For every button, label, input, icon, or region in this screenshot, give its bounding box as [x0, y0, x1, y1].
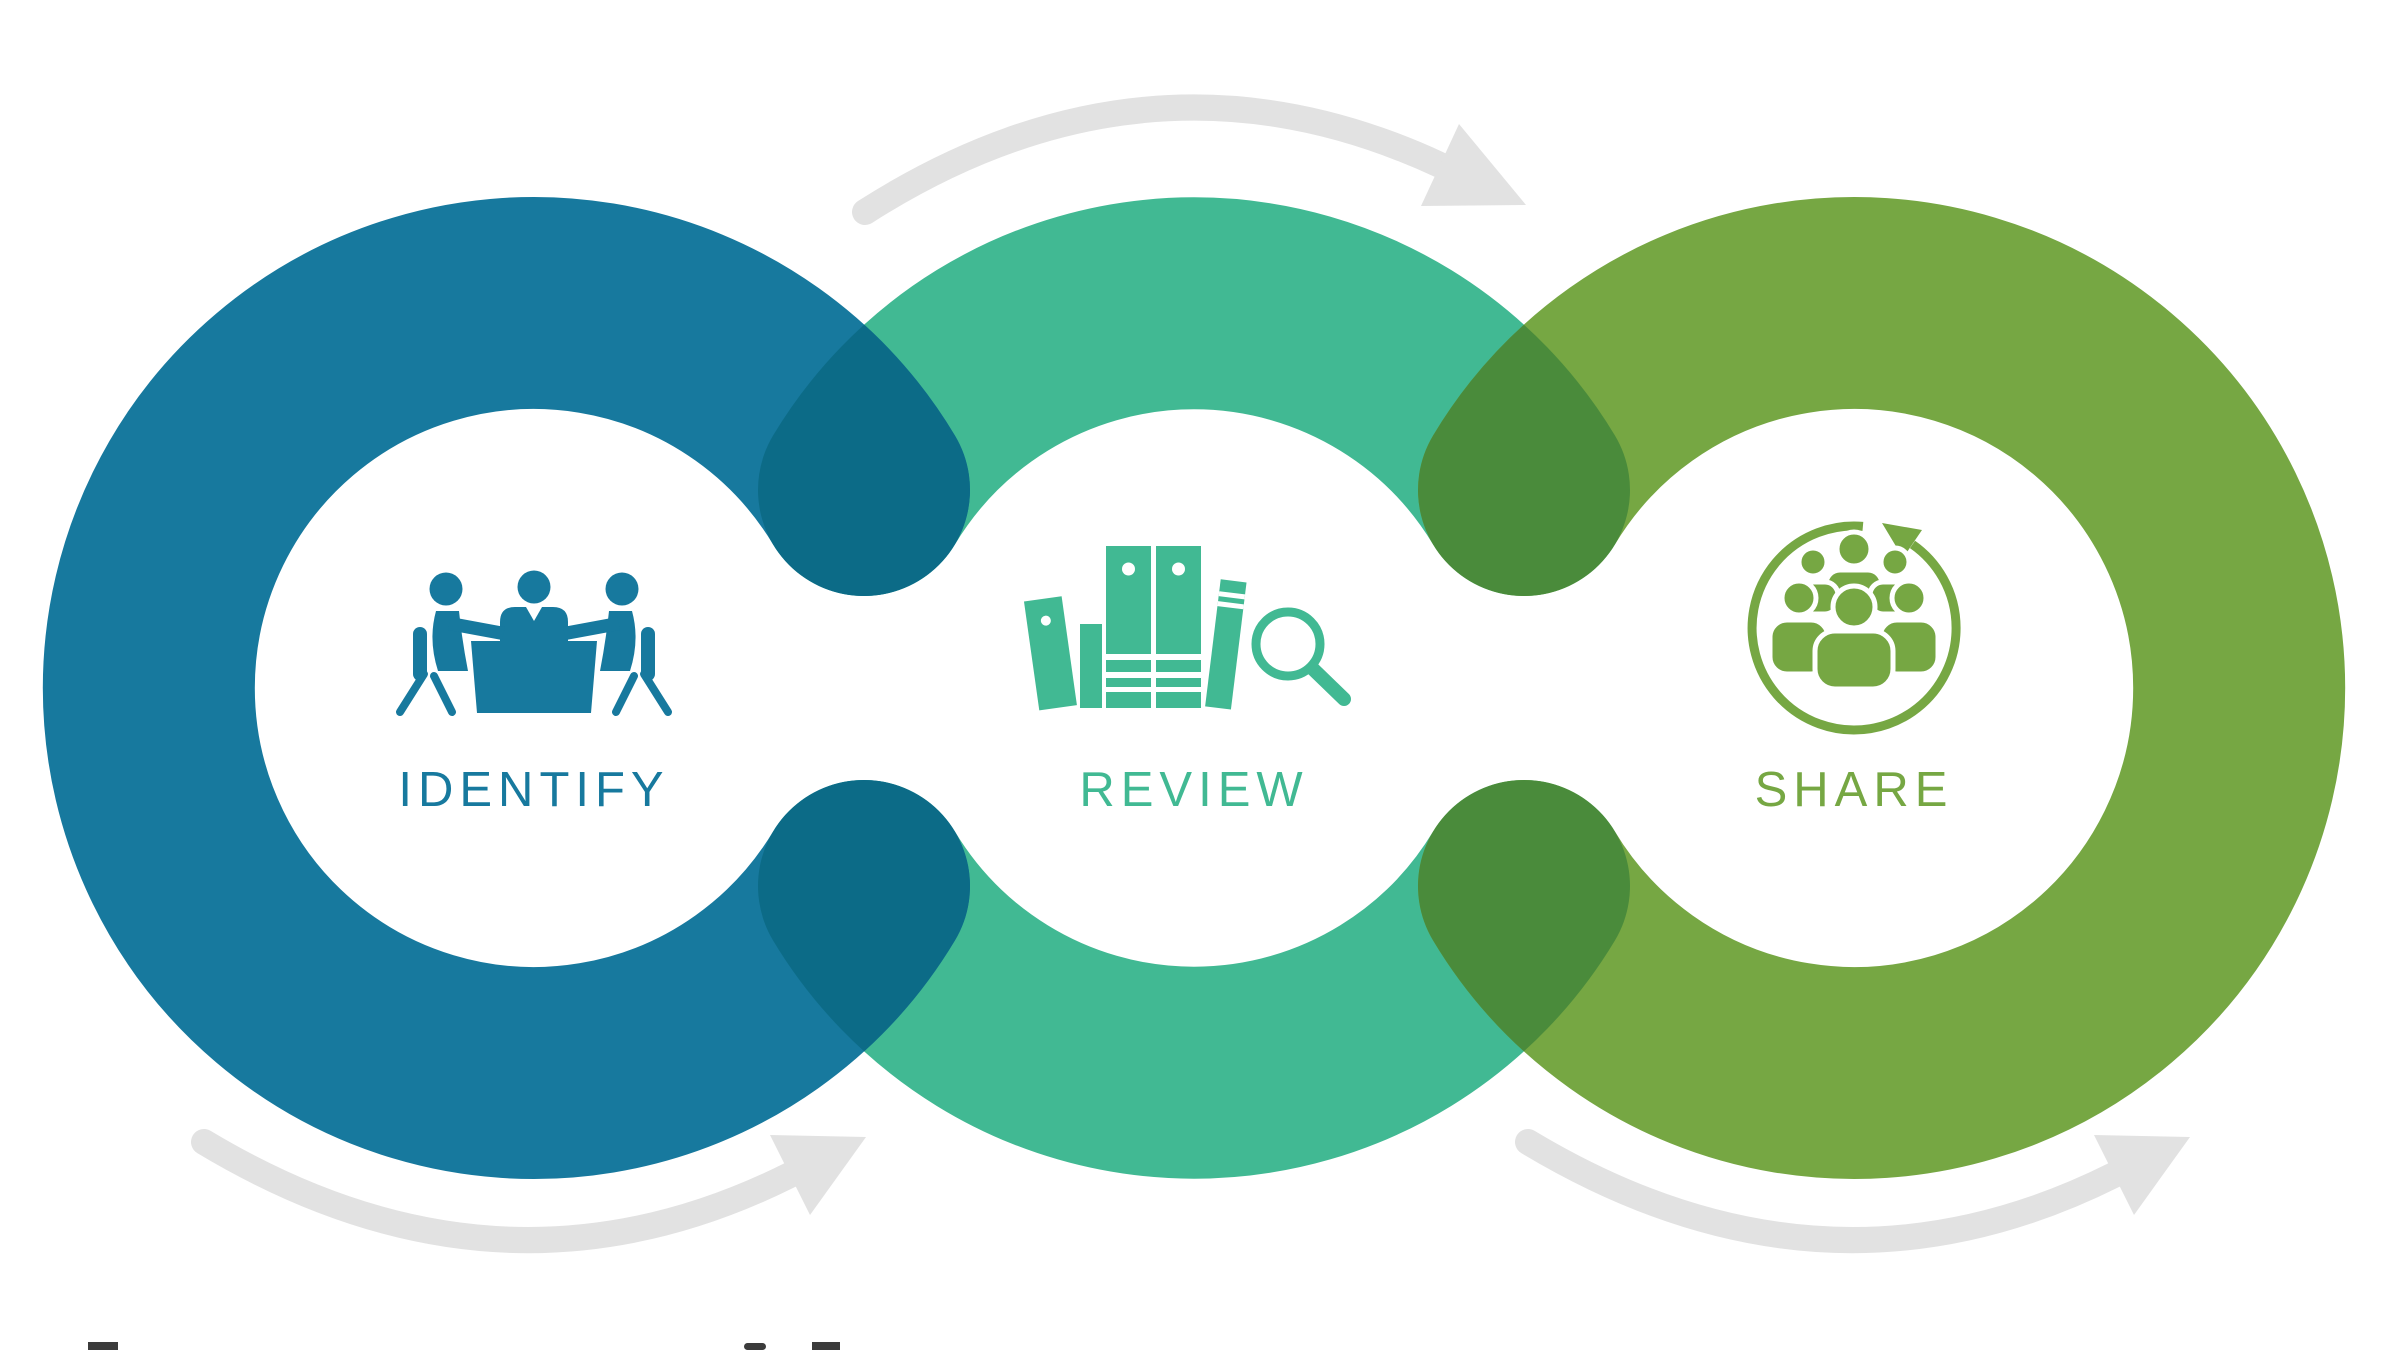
review-ring-bottom-arc [758, 780, 1630, 1179]
top-arrow-head-icon [1421, 124, 1526, 206]
review-share-overlap [1418, 197, 2346, 1179]
share-cycle-arrow-arc [1747, 521, 1961, 735]
review-binder-2 [1156, 546, 1201, 708]
cropped-caption-fragments [88, 1342, 840, 1350]
bottom-left-arrow-arc [191, 1129, 803, 1254]
meeting-center-person-head [517, 570, 551, 604]
meeting-right-person-arm [563, 617, 620, 640]
review-leaning-book [1205, 579, 1247, 710]
people-group-cycle-icon [1747, 521, 1961, 735]
flow-arrows [191, 94, 2190, 1254]
review-binder-1 [1106, 546, 1151, 708]
caption-fragment-1 [88, 1342, 118, 1350]
meeting-table [471, 641, 597, 713]
review-label: REVIEW [1079, 763, 1308, 817]
bottom-right-flow-arrow [1515, 1129, 2190, 1254]
ring-overlaps [42, 197, 2346, 1179]
books-magnifier-icon [1023, 546, 1351, 711]
share-back-center-head [1834, 529, 1874, 569]
bottom-right-arrow-arc [1515, 1129, 2127, 1254]
share-front-center-head [1830, 583, 1878, 631]
bottom-right-arrow-head-icon [2094, 1135, 2190, 1215]
share-cycle-arrow-head-icon [1882, 523, 1922, 558]
magnifier-icon [1251, 607, 1351, 706]
meeting-left-person-arm [448, 617, 505, 640]
meeting-center-person-body [500, 607, 568, 641]
share-mid-right-head [1889, 578, 1929, 618]
share-back-left-head [1796, 545, 1830, 579]
share-back-right-head [1878, 545, 1912, 579]
meeting-right-person-head [605, 572, 639, 606]
top-center-flow-arrow [852, 94, 1526, 225]
share-mid-left-head [1779, 578, 1819, 618]
meeting-left-chair-back [413, 627, 427, 681]
meeting-chair-legs [396, 670, 672, 716]
meeting-table-icon [396, 570, 672, 716]
share-label: SHARE [1755, 763, 1954, 817]
bottom-left-arrow-head-icon [770, 1135, 866, 1215]
share-people-group [1767, 529, 1941, 692]
identify-label: IDENTIFY [398, 763, 669, 817]
meeting-center-neck-notch [526, 607, 542, 621]
share-front-center-body [1812, 628, 1896, 692]
meeting-left-person-head [429, 572, 463, 606]
identify-review-overlap [42, 197, 970, 1179]
bottom-left-flow-arrow [191, 1129, 866, 1254]
caption-fragment-3 [812, 1342, 840, 1350]
top-arrow-arc [852, 94, 1453, 225]
caption-fragment-2 [744, 1343, 766, 1350]
review-tilted-book [1023, 596, 1077, 711]
review-thin-book [1080, 624, 1102, 708]
meeting-right-chair-back [641, 627, 655, 681]
review-ring-top-arc [758, 197, 1630, 596]
